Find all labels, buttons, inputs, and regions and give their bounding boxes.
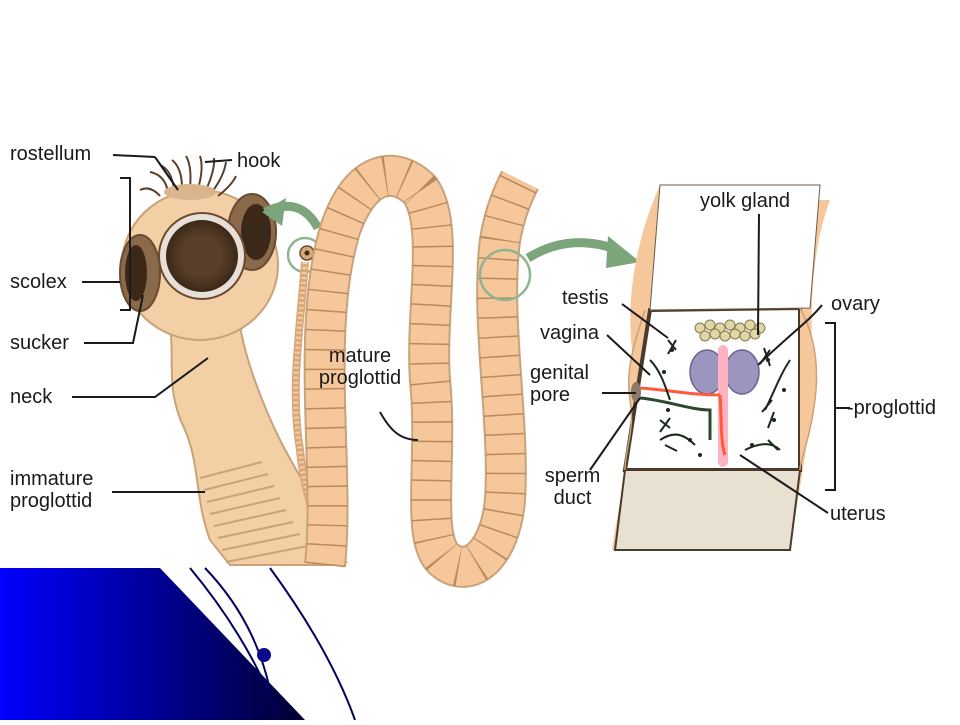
label-vagina: vagina [540, 322, 599, 344]
label-proglottid: -proglottid [847, 397, 936, 419]
label-neck: neck [10, 386, 53, 408]
label-sucker: sucker [10, 332, 69, 354]
label-scolex: scolex [10, 271, 67, 293]
slide-corner-decoration [0, 567, 356, 721]
decoration-dot-icon [257, 648, 271, 662]
proglottid-detail [612, 184, 830, 551]
label-yolk-gland: yolk gland [700, 190, 791, 212]
arrow-to-proglottid-icon [525, 238, 620, 262]
label-rostellum: rostellum [10, 143, 92, 165]
strobila-chain [303, 154, 539, 588]
label-hook: hook [237, 150, 281, 172]
label-uterus: uterus [830, 503, 886, 525]
label-genital-pore: genital pore [530, 362, 589, 406]
label-ovary: ovary [831, 293, 880, 315]
label-testis: testis [562, 287, 609, 309]
label-immature-proglottid: immature proglottid [10, 468, 94, 512]
label-sperm-duct: sperm duct [544, 465, 601, 509]
scolex-illustration [119, 155, 342, 566]
label-mature-proglottid: mature proglottid [318, 345, 402, 389]
leader-lines [72, 154, 850, 514]
